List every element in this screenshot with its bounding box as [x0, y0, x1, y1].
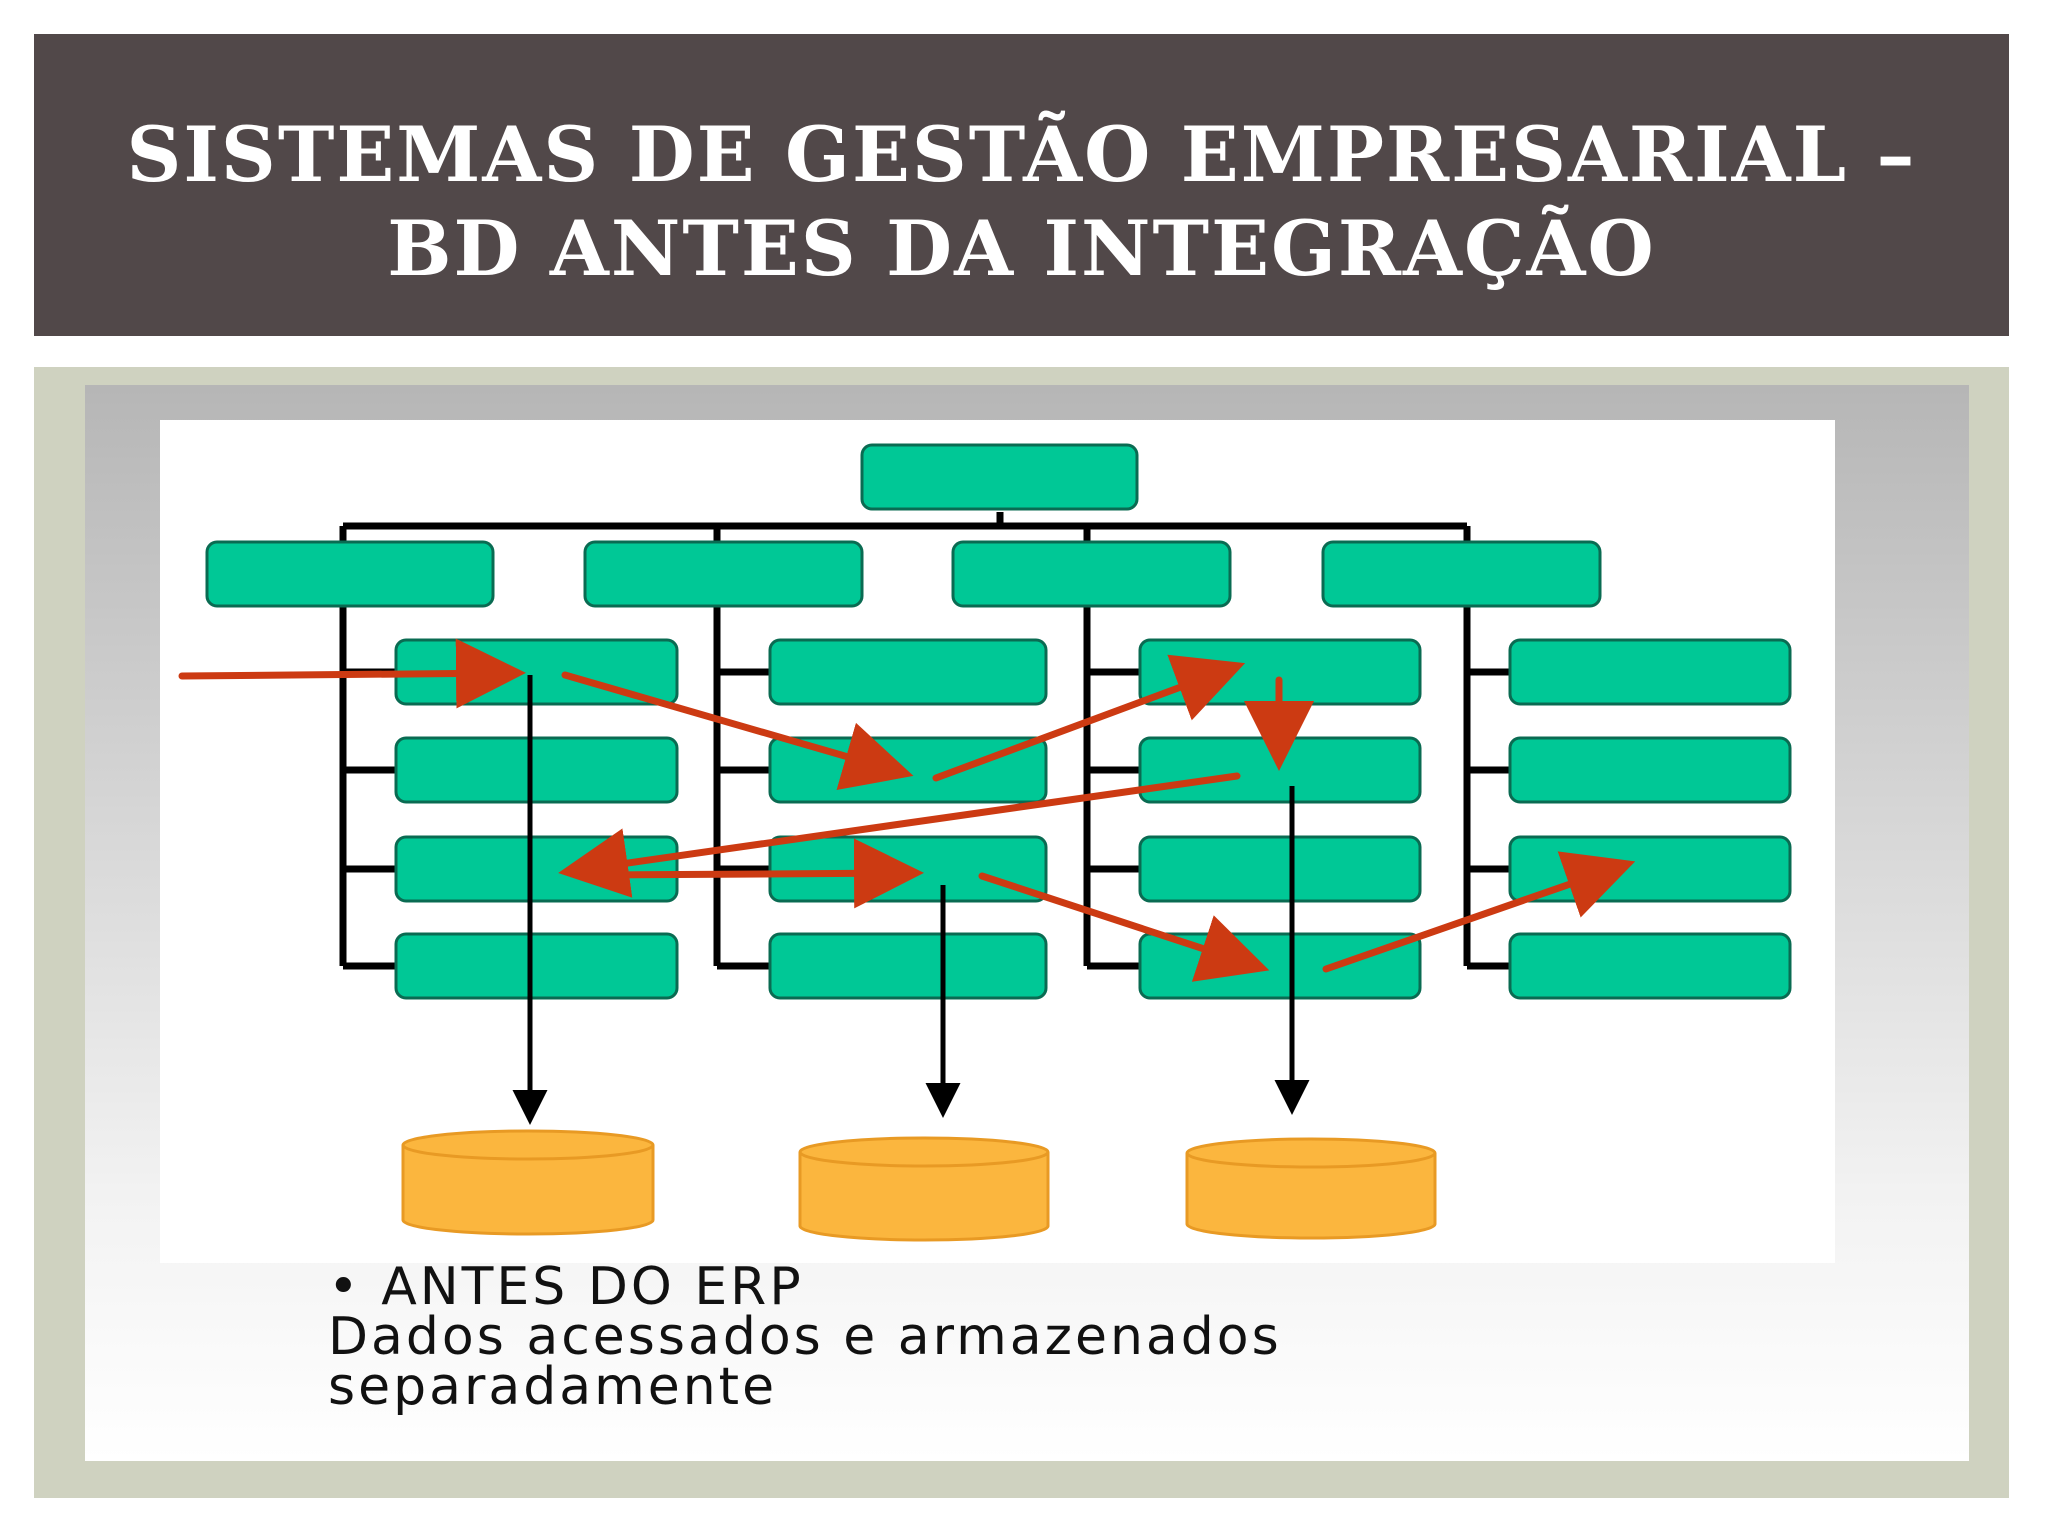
module-box [1508, 932, 1792, 1000]
level2-box-1 [205, 540, 495, 608]
database-icon [798, 1136, 1050, 1242]
module-box [1508, 638, 1792, 706]
flow-arrow [561, 671, 914, 791]
module-box [768, 638, 1048, 706]
module-box [768, 835, 1048, 903]
module-box [394, 736, 679, 804]
diagram-canvas [160, 420, 1835, 1263]
flow-arrow [601, 838, 924, 909]
data-flow-arrows [178, 638, 1636, 982]
caption-bullet: • ANTES DO ERP [328, 1257, 804, 1317]
flow-arrow [978, 872, 1270, 982]
root-box [860, 443, 1139, 511]
database-icon [401, 1129, 655, 1236]
flow-arrow [932, 654, 1246, 782]
diagram-caption: • ANTES DO ERP Dados acessados e armazen… [328, 1257, 1282, 1417]
slide-title-line-1: SISTEMAS DE GESTÃO EMPRESARIAL – [126, 110, 1917, 199]
module-box [1508, 736, 1792, 804]
level2-box-4 [1321, 540, 1602, 608]
access-arrows [512, 675, 1310, 1125]
flow-arrow [558, 772, 1241, 898]
module-box [394, 932, 679, 1000]
slide-title-line-2: BD ANTES DA INTEGRAÇÃO [387, 204, 1656, 293]
title-bar: SISTEMAS DE GESTÃO EMPRESARIAL – BD ANTE… [34, 34, 2009, 336]
caption-line: Dados acessados e armazenados [328, 1307, 1282, 1367]
module-box [394, 835, 679, 903]
database-icon [1185, 1137, 1437, 1240]
flow-arrow [1322, 851, 1636, 973]
module-box [768, 932, 1048, 1000]
flow-arrow [178, 638, 526, 709]
caption-line: separadamente [328, 1357, 778, 1417]
module-box [1138, 835, 1422, 903]
level2-box-2 [583, 540, 864, 608]
hierarchy-diagram [178, 443, 1792, 1242]
level2-box-3 [951, 540, 1232, 608]
